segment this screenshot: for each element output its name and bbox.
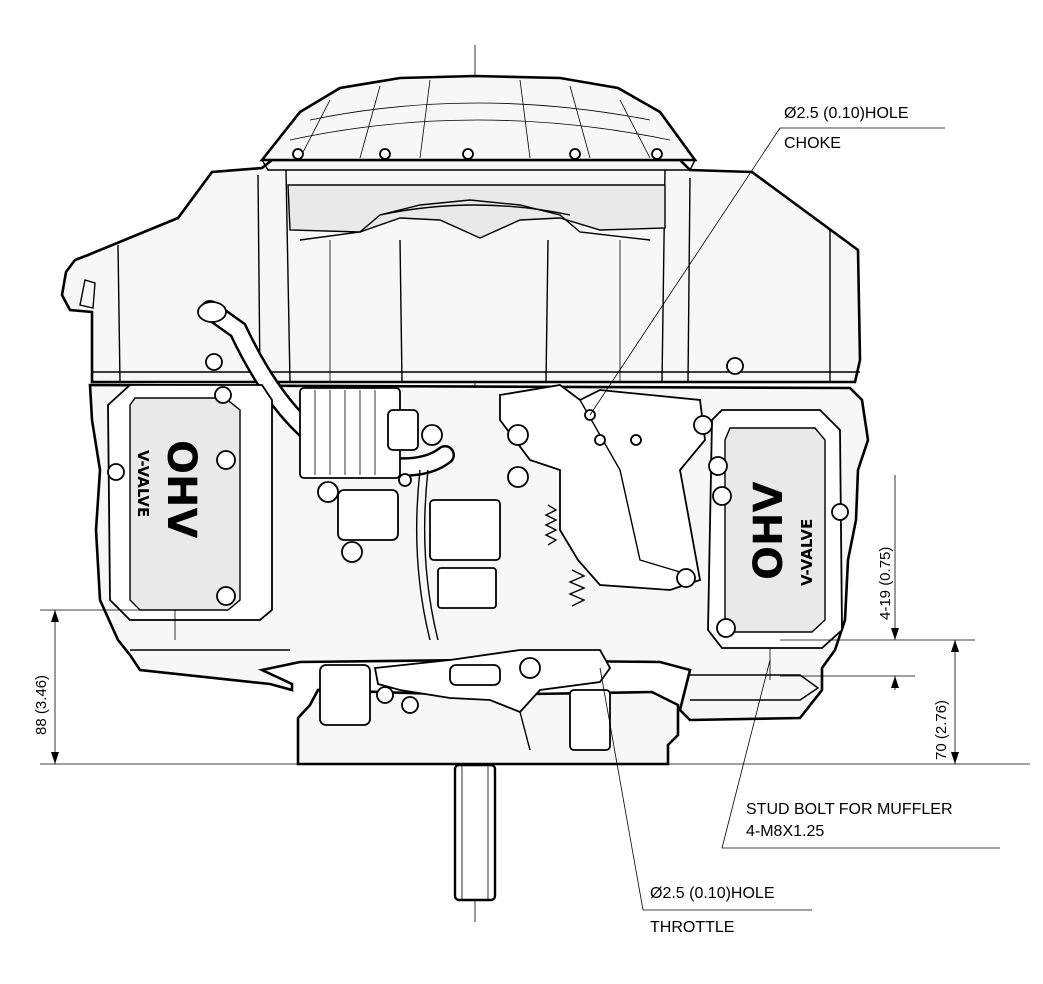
stud-bolt-label: STUD BOLT FOR MUFFLER (746, 801, 953, 818)
logo-ohv-left: OHV (158, 440, 204, 538)
logo-vvalve-right: V-VALVE (798, 519, 816, 586)
choke-label: CHOKE (784, 135, 841, 152)
air-cleaner-cover (259, 74, 698, 162)
logo-vvalve-left: V-VALVE (134, 450, 152, 517)
dimension-left-height: 88 (3.46) (33, 675, 50, 735)
dimension-right-lower: 70 (2.76) (933, 700, 950, 760)
throttle-label: THROTTLE (650, 919, 734, 936)
dimension-right-upper: 4-19 (0.75) (877, 547, 894, 620)
throttle-hole-label: Ø2.5 (0.10)HOLE (650, 885, 775, 902)
logo-ohv-right: OHV (746, 482, 792, 580)
output-shaft (453, 763, 497, 902)
stud-bolt-thread-label: 4-M8X1.25 (746, 823, 824, 840)
choke-hole-label: Ø2.5 (0.10)HOLE (784, 105, 909, 122)
